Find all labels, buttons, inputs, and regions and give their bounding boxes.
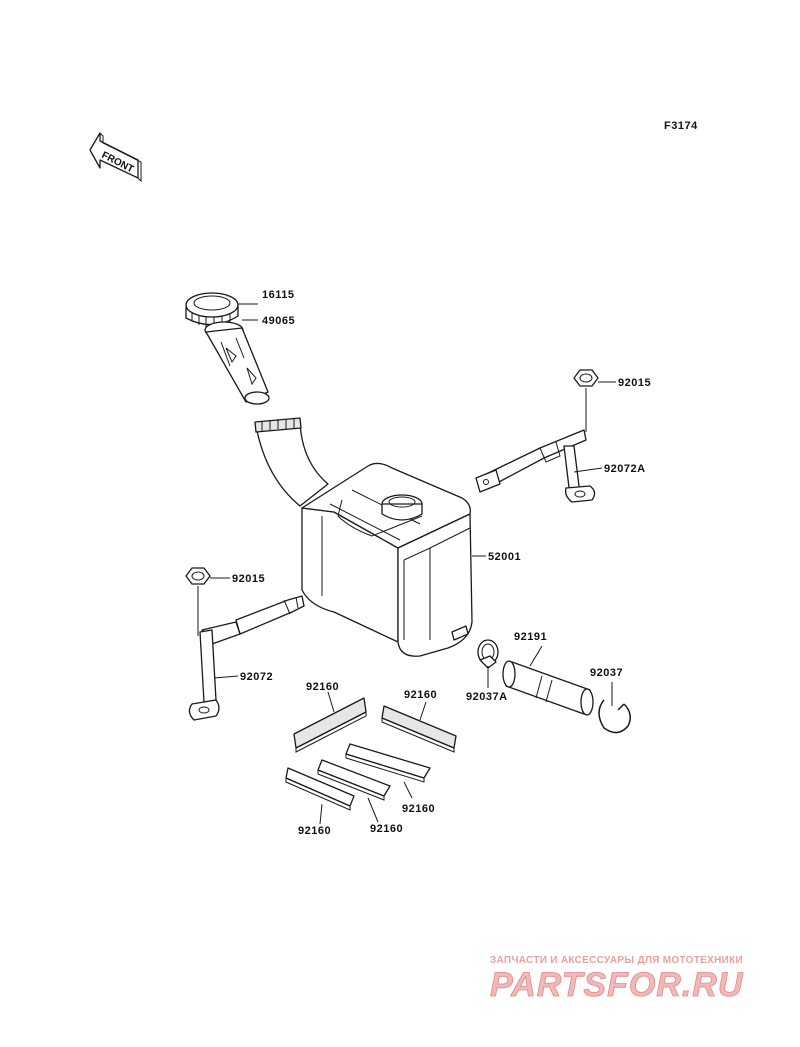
band-right [475, 429, 596, 503]
label-92160-c: 92160 [402, 803, 435, 815]
clamp [598, 699, 631, 734]
pad-3 [345, 743, 431, 783]
leader-lines [197, 303, 616, 825]
pad-4 [317, 759, 391, 801]
label-92191: 92191 [514, 631, 547, 643]
figure-code: F3174 [664, 120, 698, 132]
label-92160-a: 92160 [306, 681, 339, 693]
label-92037a: 92037A [466, 691, 508, 703]
nut-left [185, 567, 211, 585]
filler-neck [204, 321, 270, 405]
label-92037: 92037 [590, 667, 623, 679]
nut-right [573, 369, 599, 387]
band-left [188, 595, 305, 721]
pad-1 [293, 697, 367, 753]
watermark: ЗАПЧАСТИ И АКСЕССУАРЫ ДЛЯ МОТОТЕХНИКИ PA… [490, 955, 744, 1004]
pad-5 [285, 767, 355, 811]
label-92160-d: 92160 [298, 825, 331, 837]
front-direction-icon: FRONT [89, 132, 142, 183]
watermark-tagline: ЗАПЧАСТИ И АКСЕССУАРЫ ДЛЯ МОТОТЕХНИКИ [490, 955, 743, 966]
label-92160-e: 92160 [370, 823, 403, 835]
label-92015-right: 92015 [618, 377, 651, 389]
label-92015-left: 92015 [232, 573, 265, 585]
label-52001: 52001 [488, 551, 521, 563]
pad-2 [381, 705, 457, 753]
oil-tank [254, 417, 473, 657]
part-labels: 16115 49065 92015 92072A 52001 92015 920… [232, 289, 651, 837]
label-49065: 49065 [262, 315, 295, 327]
label-92072a: 92072A [604, 463, 646, 475]
label-92072: 92072 [240, 671, 273, 683]
watermark-logo: PARTSFOR.RU [490, 966, 744, 1004]
label-92160-b: 92160 [404, 689, 437, 701]
label-16115: 16115 [262, 289, 294, 301]
clamp-a [477, 639, 499, 669]
hose [502, 660, 594, 716]
